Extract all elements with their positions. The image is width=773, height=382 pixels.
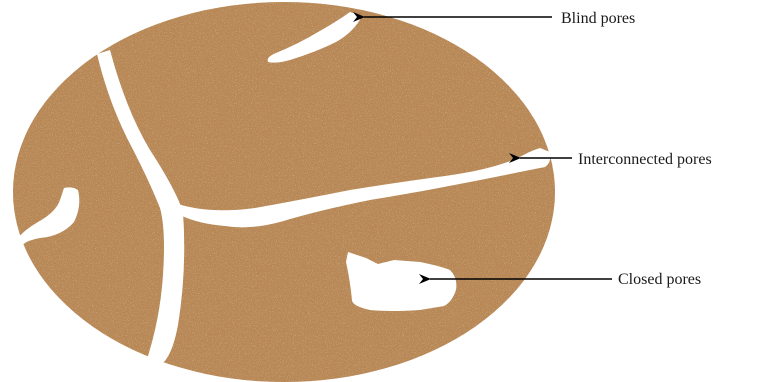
interconnected-pores-label: Interconnected pores bbox=[578, 152, 712, 168]
closed-pores-label: Closed pores bbox=[618, 272, 701, 288]
blind-pores-label: Blind pores bbox=[561, 11, 635, 27]
